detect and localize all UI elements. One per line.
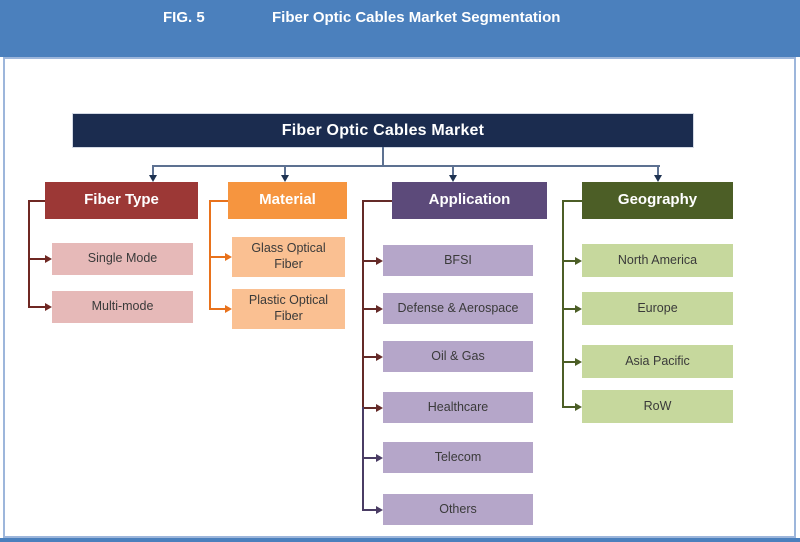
segment-item-healthcare: Healthcare <box>383 392 533 423</box>
child-branch-line <box>209 308 226 310</box>
right-arrow-icon <box>376 404 383 412</box>
segment-header-geography: Geography <box>582 182 733 219</box>
segment-stub-line <box>562 200 582 202</box>
segment-rail-line <box>562 200 564 262</box>
down-arrow-icon <box>281 175 289 182</box>
segment-item-multi-mode: Multi-mode <box>52 291 193 323</box>
right-arrow-icon <box>376 353 383 361</box>
right-arrow-icon <box>376 506 383 514</box>
root-node: Fiber Optic Cables Market <box>73 114 693 147</box>
segment-stub-line <box>28 200 45 202</box>
segment-item-oil-gas: Oil & Gas <box>383 341 533 372</box>
segment-item-glass-optical-fiber: Glass Optical Fiber <box>232 237 345 277</box>
right-arrow-icon <box>376 257 383 265</box>
down-arrow-icon <box>449 175 457 182</box>
segment-rail-line <box>209 256 211 310</box>
right-arrow-icon <box>575 305 582 313</box>
down-arrow-icon <box>654 175 662 182</box>
segment-stub-line <box>209 200 228 202</box>
segment-rail-line <box>362 457 364 511</box>
segment-header-fiber-type: Fiber Type <box>45 182 198 219</box>
segment-rail-line <box>362 308 364 358</box>
segment-rail-line <box>562 260 564 310</box>
segment-header-application: Application <box>392 182 547 219</box>
figure-header-bar: FIG. 5 Fiber Optic Cables Market Segment… <box>0 0 800 57</box>
root-drop-line <box>152 165 154 175</box>
child-branch-line <box>562 260 576 262</box>
segment-rail-line <box>562 361 564 408</box>
bottom-strip <box>0 538 800 542</box>
child-branch-line <box>562 308 576 310</box>
segment-rail-line <box>362 260 364 310</box>
root-drop-line <box>284 165 286 175</box>
right-arrow-icon <box>376 305 383 313</box>
child-branch-line <box>362 308 377 310</box>
child-branch-line <box>362 260 377 262</box>
segment-item-telecom: Telecom <box>383 442 533 473</box>
segment-item-asia-pacific: Asia Pacific <box>582 345 733 378</box>
child-branch-line <box>209 256 226 258</box>
segment-rail-line <box>362 356 364 409</box>
child-branch-line <box>362 407 377 409</box>
segment-item-others: Others <box>383 494 533 525</box>
right-arrow-icon <box>225 253 232 261</box>
child-branch-line <box>362 356 377 358</box>
segment-item-bfsi: BFSI <box>383 245 533 276</box>
segment-rail-line <box>28 258 30 308</box>
segment-header-material: Material <box>228 182 347 219</box>
segment-rail-line <box>362 200 364 262</box>
segment-item-plastic-optical-fiber: Plastic Optical Fiber <box>232 289 345 329</box>
child-branch-line <box>28 258 46 260</box>
figure-number: FIG. 5 <box>163 9 205 26</box>
right-arrow-icon <box>225 305 232 313</box>
segment-stub-line <box>362 200 392 202</box>
root-stub-line <box>382 147 384 165</box>
segment-rail-line <box>209 200 211 258</box>
root-drop-line <box>452 165 454 175</box>
child-branch-line <box>28 306 46 308</box>
segment-rail-line <box>362 407 364 459</box>
right-arrow-icon <box>575 257 582 265</box>
child-branch-line <box>362 509 377 511</box>
right-arrow-icon <box>575 358 582 366</box>
child-branch-line <box>562 361 576 363</box>
right-arrow-icon <box>376 454 383 462</box>
segment-item-row: RoW <box>582 390 733 423</box>
right-arrow-icon <box>575 403 582 411</box>
segment-rail-line <box>562 308 564 363</box>
child-branch-line <box>562 406 576 408</box>
figure-title: Fiber Optic Cables Market Segmentation <box>272 9 561 26</box>
segment-item-single-mode: Single Mode <box>52 243 193 275</box>
root-branch-line <box>152 165 660 167</box>
segment-rail-line <box>28 200 30 260</box>
down-arrow-icon <box>149 175 157 182</box>
child-branch-line <box>362 457 377 459</box>
segment-item-north-america: North America <box>582 244 733 277</box>
right-arrow-icon <box>45 303 52 311</box>
segment-item-defense-aerospace: Defense & Aerospace <box>383 293 533 324</box>
root-drop-line <box>657 165 659 175</box>
right-arrow-icon <box>45 255 52 263</box>
segment-item-europe: Europe <box>582 292 733 325</box>
